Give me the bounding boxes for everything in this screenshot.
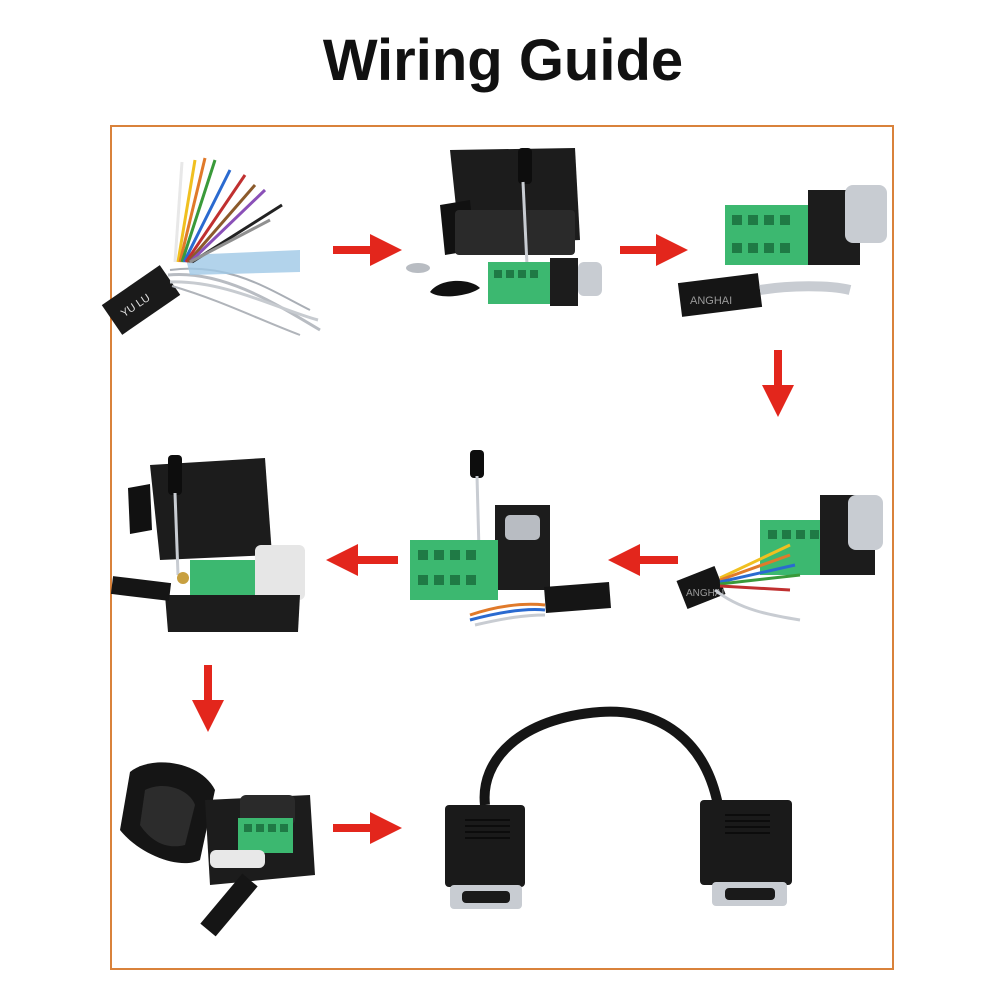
step3-connector-with-cable-icon: ANGHAI xyxy=(677,185,887,317)
step8-finished-cable-icon xyxy=(445,706,792,909)
step7-assembled-connector-icon xyxy=(120,762,315,937)
guide-frame xyxy=(110,125,894,970)
page-title: Wiring Guide xyxy=(322,28,684,93)
step4-wires-into-terminal-icon: ANGHAI xyxy=(676,495,883,622)
step2-open-connector-kit-icon xyxy=(406,148,602,306)
step5-screwing-terminal-icon xyxy=(410,450,611,627)
step3-cable-print: ANGHAI xyxy=(690,295,732,307)
step1-stripped-cable-icon: YU LU xyxy=(101,157,321,336)
step6-closing-housing-icon xyxy=(110,455,305,632)
step4-cable-print: ANGHAI xyxy=(686,588,724,599)
